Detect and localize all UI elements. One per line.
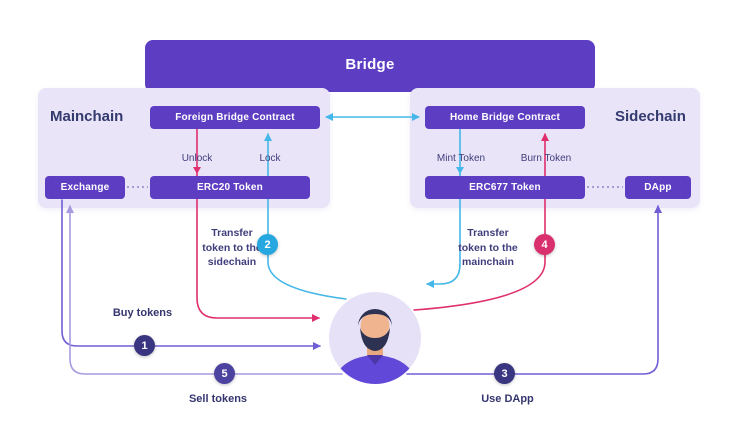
avatar-shirt [331, 355, 419, 384]
buy-tokens-line [61, 199, 321, 350]
bridge-box: Bridge [145, 40, 595, 92]
avatar-neck [367, 340, 383, 358]
mainchain-title: Mainchain [50, 108, 124, 125]
avatar-hair [358, 309, 392, 326]
buy-tokens-label: Buy tokens [112, 307, 173, 319]
avatar-collar [367, 355, 383, 365]
mint-token-label: Mint Token [436, 153, 486, 164]
burn-token-label: Burn Token [520, 153, 572, 164]
transfer-mainchain-label: Transfer token to the mainchain [458, 227, 518, 269]
sell-tokens-label: Sell tokens [188, 393, 248, 405]
avatar-beard [360, 328, 390, 351]
step-badge-buy: 1 [134, 335, 155, 356]
step-badge-transfer-sidechain: 2 [257, 234, 278, 255]
step-badge-use-dapp: 3 [494, 363, 515, 384]
sidechain-title: Sidechain [615, 108, 686, 125]
bridge-title: Bridge [345, 56, 395, 73]
use-dapp-label: Use DApp [481, 393, 534, 405]
step-badge-transfer-mainchain: 4 [534, 234, 555, 255]
dapp-node: DApp [625, 176, 691, 199]
step-badge-sell: 5 [214, 363, 235, 384]
erc677-token-node: ERC677 Token [425, 176, 585, 199]
use-dapp-line [406, 205, 662, 375]
avatar-face [360, 310, 390, 342]
lock-label: Lock [259, 153, 281, 164]
unlock-label: Unlock [181, 153, 213, 164]
exchange-node: Exchange [45, 176, 125, 199]
foreign-bridge-contract-node: Foreign Bridge Contract [150, 106, 320, 129]
erc20-token-node: ERC20 Token [150, 176, 310, 199]
home-bridge-contract-node: Home Bridge Contract [425, 106, 585, 129]
user-avatar [329, 292, 421, 384]
